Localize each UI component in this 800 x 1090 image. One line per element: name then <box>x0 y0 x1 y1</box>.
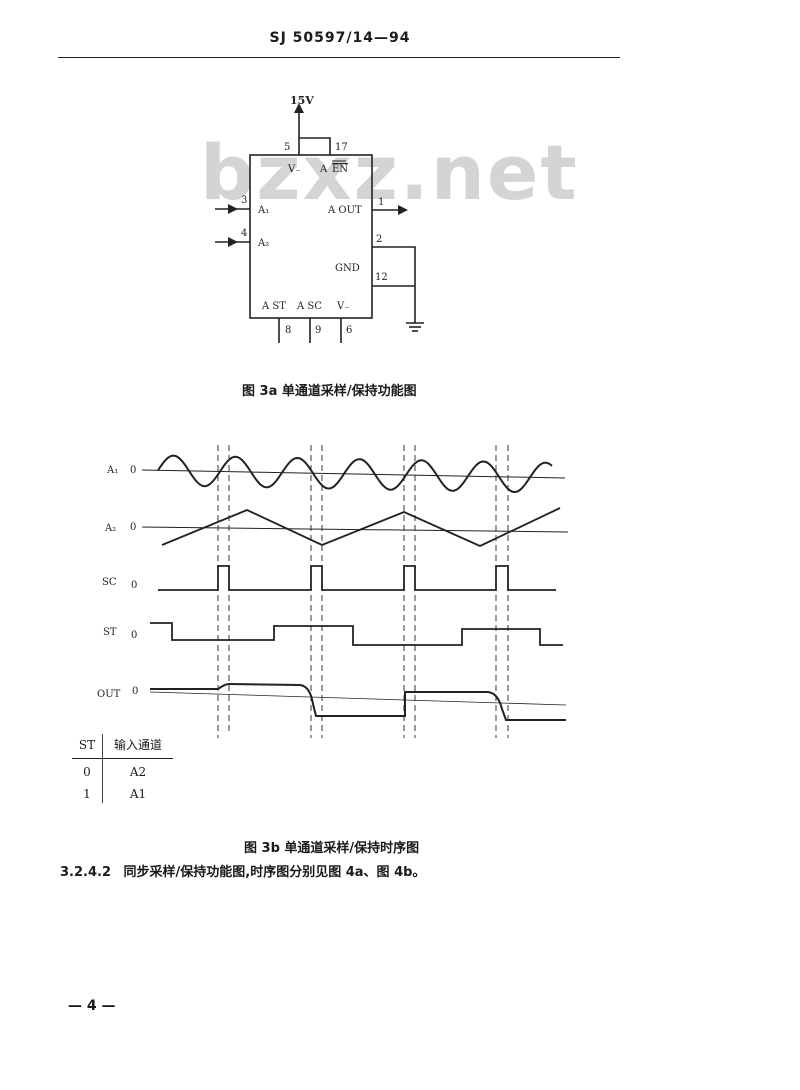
a1-sine-wave <box>157 454 553 494</box>
pin-aen-label-prefix: A <box>319 164 328 175</box>
table-row: 0 A2 <box>72 758 173 781</box>
table-header-input-channel: 输入通道 <box>102 734 173 759</box>
page-number: — 4 — <box>68 998 116 1014</box>
pin-vminus-bottom-label: V₋ <box>336 301 350 312</box>
figure-3a-caption: 图 3a 单通道采样/保持功能图 <box>242 384 417 399</box>
signal-sc-name: SC <box>102 577 117 588</box>
pin-a1-label: A₁ <box>257 205 269 216</box>
st-channel-table: ST 输入通道 0 A2 1 A1 <box>72 734 173 803</box>
pin-gnd-label: GND <box>335 263 360 274</box>
pin-aout-label: A OUT <box>327 205 362 216</box>
pin-vminus-label: V₋ <box>287 164 301 175</box>
watermark: bzxz.net <box>200 128 579 217</box>
a1-baseline <box>141 469 566 479</box>
pin-17-number: 17 <box>335 142 348 153</box>
pin-5-number: 5 <box>284 142 290 153</box>
a1-input-arrow-icon <box>228 204 238 214</box>
pin-8-number: 8 <box>285 325 291 336</box>
pin-2-number: 2 <box>376 234 382 245</box>
st-signal <box>150 622 563 646</box>
pin-4-number: 4 <box>241 228 247 239</box>
section-paragraph: 3.2.4.2 同步采样/保持功能图,时序图分别见图 4a、图 4b。 <box>60 861 425 880</box>
pin-aen-label: EN <box>332 164 348 175</box>
ground-icon <box>406 322 424 332</box>
table-cell-channel: A1 <box>129 787 147 801</box>
supply-arrow-icon <box>294 103 304 113</box>
figure-3b-caption: 图 3b 单通道采样/保持时序图 <box>244 841 420 856</box>
document-code-header: SJ 50597/14—94 <box>269 30 411 46</box>
sample-marker-lines <box>217 445 509 738</box>
pin-asc-label: A SC <box>296 301 322 312</box>
signal-a2-zero: 0 <box>130 522 136 533</box>
sc-pulse-train <box>158 565 556 591</box>
a2-triangle-wave <box>161 507 561 547</box>
signal-st-name: ST <box>103 627 117 638</box>
header-rule <box>58 57 620 58</box>
pin-ast-label: A ST <box>261 301 286 312</box>
supply-label: 15V <box>290 94 314 107</box>
signal-a1-name: A₁ <box>106 465 118 476</box>
table-cell-channel: A2 <box>129 765 147 779</box>
table-cell-st: 1 <box>72 781 103 803</box>
pin-6-number: 6 <box>346 325 352 336</box>
pin-9-number: 9 <box>315 325 321 336</box>
figure-3b-timing-diagram: A₁ 0 A₂ 0 SC 0 ST 0 OUT 0 <box>97 445 569 738</box>
table-header-st: ST <box>72 734 103 759</box>
a2-baseline <box>141 526 569 533</box>
table-row: 1 A1 <box>72 781 173 803</box>
signal-sc-zero: 0 <box>131 580 137 591</box>
figure-3a-block-diagram: 15V 5 17 V₋ A EN 3 A₁ 4 A₂ 1 A OUT 2 12 … <box>215 94 424 343</box>
pin-3-number: 3 <box>241 195 247 206</box>
pin-17-tie <box>299 137 331 155</box>
table-cell-st: 0 <box>72 758 103 781</box>
out-reference-line <box>149 691 567 706</box>
section-number: 3.2.4.2 <box>60 865 111 880</box>
pin-a2-label: A₂ <box>257 238 269 249</box>
pin-12-number: 12 <box>375 272 388 283</box>
chip-body <box>249 154 373 319</box>
signal-st-zero: 0 <box>131 630 137 641</box>
section-text: 同步采样/保持功能图,时序图分别见图 4a、图 4b。 <box>123 865 426 880</box>
signal-a1-zero: 0 <box>130 465 136 476</box>
a2-input-arrow-icon <box>228 237 238 247</box>
signal-a2-name: A₂ <box>104 523 116 534</box>
pin-2-wire <box>372 246 416 323</box>
aout-output-arrow-icon <box>398 205 408 215</box>
signal-out-zero: 0 <box>132 686 138 697</box>
out-signal <box>150 682 566 721</box>
pin-1-number: 1 <box>378 197 384 208</box>
signal-out-name: OUT <box>97 689 121 700</box>
